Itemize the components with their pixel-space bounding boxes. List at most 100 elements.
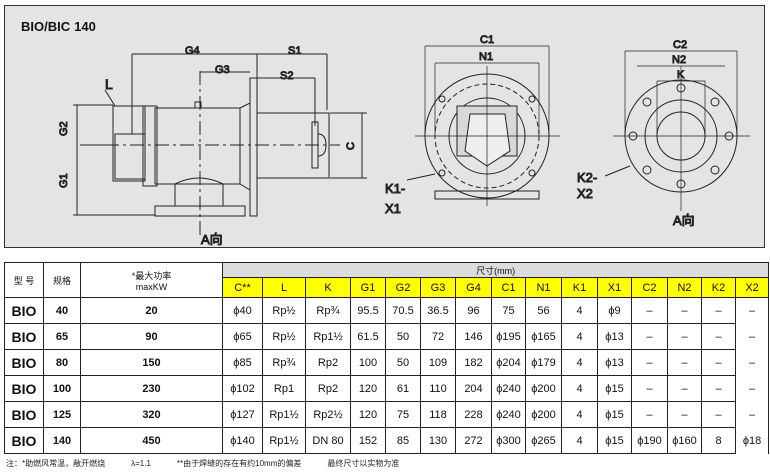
cell-x1: ϕ13 [597,349,632,376]
cell-power: 90 [80,323,223,350]
cell-n1: ϕ200 [525,401,562,428]
cell-c1: ϕ300 [491,427,526,454]
cell-g1: 100 [350,349,386,376]
cell-model: BIO [4,297,44,324]
cell-g3: 36.5 [420,297,456,324]
cell-n1: ϕ179 [525,349,562,376]
side-view [73,53,367,236]
cell-g3: 130 [420,427,456,454]
cell-k2: – [701,297,736,324]
cell-n2: – [667,349,702,376]
cell-x2: – [734,349,770,376]
cell-g1: 95.5 [350,297,386,324]
label-c: C [345,142,357,150]
column-header-k: K [305,277,351,298]
column-header-l: L [262,277,306,298]
cell-c1: ϕ204 [491,349,526,376]
cell-g4: 96 [455,297,492,324]
title-model: BIO/BIC [21,19,71,34]
cell-c: ϕ65 [222,323,263,350]
cell-l: Rp1½ [262,427,306,454]
cell-c2: – [631,349,668,376]
label-k2: K2- [577,170,597,185]
cell-c2: – [631,323,668,350]
cell-k: Rp2 [305,349,351,376]
cell-size: 80 [43,349,81,376]
cell-k2: – [701,375,736,402]
header-model: 型 号 [4,262,44,298]
label-g1: G1 [58,173,70,188]
cell-l: Rp¾ [262,349,306,376]
cell-k1: 4 [561,427,598,454]
cell-size: 100 [43,375,81,402]
cell-g1: 152 [350,427,386,454]
cell-c: ϕ85 [222,349,263,376]
label-g4: G4 [185,45,200,57]
label-k1: K1- [385,181,405,196]
cell-k1: 4 [561,323,598,350]
cell-n2: ϕ160 [667,427,702,454]
cell-g2: 50 [385,323,421,350]
cell-x1: ϕ15 [597,427,632,454]
cell-g2: 61 [385,375,421,402]
label-g2: G2 [58,121,70,136]
cell-power: 20 [80,297,223,324]
cell-n1: 56 [525,297,562,324]
cell-power: 320 [80,401,223,428]
cell-g4: 272 [455,427,492,454]
label-x1: X1 [385,201,401,216]
cell-x1: ϕ9 [597,297,632,324]
cell-n1: ϕ165 [525,323,562,350]
cell-n2: – [667,401,702,428]
label-a-view-2: A向 [673,213,695,228]
cell-l: Rp1½ [262,401,306,428]
header-power-label: *最大功率 [131,270,172,281]
label-c2: C2 [673,39,687,51]
cell-g4: 182 [455,349,492,376]
cell-g1: 120 [350,375,386,402]
cell-g1: 120 [350,401,386,428]
cell-power: 150 [80,349,223,376]
label-s2: S2 [280,70,293,82]
cell-k: Rp2½ [305,401,351,428]
column-header-k1: K1 [561,277,598,298]
cell-k: Rp¾ [305,297,351,324]
column-header-x1: X1 [597,277,632,298]
column-header-n2: N2 [667,277,702,298]
cell-k1: 4 [561,349,598,376]
cell-c1: ϕ240 [491,375,526,402]
label-x2: X2 [577,186,593,201]
cell-g4: 204 [455,375,492,402]
cell-n2: – [667,323,702,350]
header-size: 规格 [43,262,81,298]
cell-x2: – [734,323,770,350]
cell-c: ϕ102 [222,375,263,402]
label-n1: N1 [479,51,493,63]
column-header-x2: X2 [734,277,770,298]
column-header-g3: G3 [420,277,456,298]
cell-n2: – [667,375,702,402]
cell-model: BIO [4,401,44,428]
cell-size: 125 [43,401,81,428]
cell-model: BIO [4,323,44,350]
cell-model: BIO [4,349,44,376]
cell-g4: 146 [455,323,492,350]
cell-model: BIO [4,427,44,454]
label-s1: S1 [288,45,301,57]
label-k: K [677,69,685,81]
note-4: 最终尺寸以实物为准 [327,459,400,468]
cell-c: ϕ140 [222,427,263,454]
cell-k: DN 80 [305,427,351,454]
cell-g2: 50 [385,349,421,376]
cell-l: Rp½ [262,297,306,324]
cell-k1: 4 [561,401,598,428]
front-view [406,45,560,206]
cell-c: ϕ40 [222,297,263,324]
label-g3: G3 [215,64,230,76]
note-2: λ=1.1 [131,459,151,468]
cell-c2: – [631,401,668,428]
cell-model: BIO [4,375,44,402]
